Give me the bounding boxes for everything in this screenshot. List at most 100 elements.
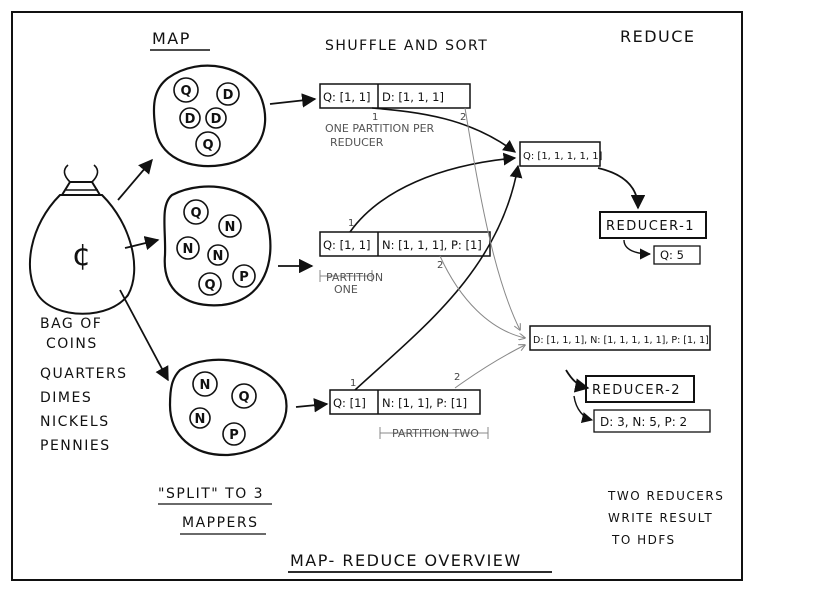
partition-number-1-m3: 1 bbox=[350, 378, 356, 389]
coin-circle bbox=[231, 383, 257, 409]
shuffle-box-reducer-1: Q: [1, 1, 1, 1, 1] bbox=[519, 141, 603, 167]
arrow-bag-to-mapper-3 bbox=[119, 289, 169, 382]
note-partition-one-line-1: PARTITION bbox=[326, 271, 383, 284]
reducer-2-result: D: 3, N: 5, P: 2 bbox=[593, 409, 711, 433]
mapper-1-output-q: Q: [1, 1] bbox=[323, 90, 371, 104]
mapper-1-output: Q: [1, 1] D: [1, 1, 1] bbox=[319, 83, 471, 109]
coin-circle bbox=[222, 422, 246, 446]
coin-label: Q bbox=[202, 138, 213, 153]
coin-circle bbox=[183, 199, 209, 225]
shuffle-arrow-m3-p1 bbox=[354, 164, 523, 391]
reducer-1-name: REDUCER-1 bbox=[606, 219, 695, 234]
bag-label-line-1: BAG OF bbox=[40, 316, 102, 332]
coin-type-nickels: NICKELS bbox=[40, 414, 110, 430]
mapper-3-coins: N Q N P bbox=[189, 371, 257, 446]
coin-label: P bbox=[239, 270, 249, 285]
shuffle-r2-text: D: [1, 1, 1], N: [1, 1, 1, 1, 1], P: [1,… bbox=[533, 335, 709, 346]
arrow-bag-to-mapper-1 bbox=[117, 158, 153, 201]
mapper-2-blob bbox=[163, 185, 272, 307]
coin-circle bbox=[216, 82, 240, 106]
mapper-1-output-d: D: [1, 1, 1] bbox=[382, 90, 444, 104]
reducer-1-result: Q: 5 bbox=[653, 245, 701, 265]
mapper-2-output-q: Q: [1, 1] bbox=[323, 238, 371, 252]
shuffle-arrow-m2-p1 bbox=[349, 152, 517, 233]
arrow-to-reducer-2 bbox=[565, 369, 590, 393]
coin-circle bbox=[205, 107, 227, 129]
coin-type-dimes: DIMES bbox=[40, 390, 92, 406]
coin-circle bbox=[198, 272, 222, 296]
reduce-heading: REDUCE bbox=[620, 27, 696, 46]
partition-number-1-m1: 1 bbox=[372, 112, 378, 123]
shuffle-arrow-m3-p2 bbox=[454, 345, 525, 389]
reducer-2-result-text: D: 3, N: 5, P: 2 bbox=[600, 415, 687, 429]
coin-label: N bbox=[195, 412, 206, 427]
shuffle-box-reducer-2: D: [1, 1, 1], N: [1, 1, 1, 1, 1], P: [1,… bbox=[529, 325, 711, 351]
coin-label: P bbox=[229, 428, 239, 443]
arrow-mapper-3-to-output bbox=[295, 398, 329, 413]
mapper-3-output: Q: [1] N: [1, 1], P: [1] bbox=[329, 389, 481, 415]
partition-number-2-m2: 2 bbox=[437, 260, 443, 271]
map-heading: MAP bbox=[152, 29, 191, 48]
coin-label: N bbox=[225, 220, 236, 235]
split-caption-line-1: "SPLIT" TO 3 bbox=[158, 486, 264, 502]
coin-label: Q bbox=[238, 390, 249, 405]
partition-two-marker bbox=[379, 427, 489, 439]
coin-circle bbox=[173, 77, 199, 103]
shuffle-r1-text: Q: [1, 1, 1, 1, 1] bbox=[523, 151, 603, 162]
shuffle-arrow-m1-p1 bbox=[371, 107, 517, 153]
reducer-2-name: REDUCER-2 bbox=[592, 383, 681, 398]
coin-label: Q bbox=[180, 84, 191, 99]
partition-number-2-m1: 2 bbox=[460, 112, 466, 123]
mapper-2-output-np: N: [1, 1, 1], P: [1] bbox=[382, 238, 482, 252]
mapper-3-blob bbox=[168, 358, 288, 457]
coin-label: D bbox=[185, 112, 196, 127]
coin-circle bbox=[179, 107, 201, 129]
mapper-2-output: Q: [1, 1] N: [1, 1, 1], P: [1] bbox=[319, 231, 491, 257]
coin-circle bbox=[176, 236, 200, 260]
footer-note-line-2: WRITE RESULT bbox=[608, 511, 713, 525]
partition-number-2-m3: 2 bbox=[454, 372, 460, 383]
coin-label: Q bbox=[190, 206, 201, 221]
coin-circle bbox=[192, 371, 218, 397]
coin-label: N bbox=[200, 378, 211, 393]
coin-circle bbox=[232, 264, 256, 288]
coin-circle bbox=[189, 407, 211, 429]
split-caption-line-2: MAPPERS bbox=[182, 515, 259, 531]
mapper-1-blob bbox=[152, 64, 267, 168]
coin-circle bbox=[218, 214, 242, 238]
note-partition-two: PARTITION TWO bbox=[392, 427, 479, 440]
coin-circle bbox=[195, 131, 221, 157]
outer-frame bbox=[11, 11, 743, 581]
shuffle-heading: SHUFFLE AND SORT bbox=[325, 38, 488, 54]
coin-label: D bbox=[223, 88, 234, 103]
reducer-1: REDUCER-1 bbox=[599, 211, 707, 239]
coin-label: N bbox=[183, 242, 194, 257]
shuffle-arrow-m2-p2 bbox=[439, 255, 525, 338]
coin-label: Q bbox=[204, 278, 215, 293]
coin-circle bbox=[207, 244, 229, 266]
coin-type-pennies: PENNIES bbox=[40, 438, 111, 454]
reducer-2: REDUCER-2 bbox=[585, 375, 695, 403]
partition-one-marker bbox=[319, 270, 373, 282]
coin-bag: ¢ bbox=[28, 164, 136, 315]
coin-type-quarters: QUARTERS bbox=[40, 366, 128, 382]
reducer-1-result-text: Q: 5 bbox=[660, 248, 684, 262]
arrow-reducer-2-result bbox=[573, 395, 594, 423]
partition-number-1-m2: 1 bbox=[348, 218, 354, 229]
shuffle-arrow-m1-p2 bbox=[464, 107, 520, 330]
arrow-to-reducer-1 bbox=[597, 167, 646, 210]
arrow-bag-to-mapper-2 bbox=[124, 236, 160, 251]
footer-note-line-1: TWO REDUCERS bbox=[607, 489, 724, 503]
bag-label-line-2: COINS bbox=[46, 336, 98, 352]
mapper-3-output-np: N: [1, 1], P: [1] bbox=[382, 396, 467, 410]
mapper-3-output-q: Q: [1] bbox=[333, 396, 366, 410]
cent-symbol: ¢ bbox=[72, 238, 91, 273]
arrow-mapper-1-to-output bbox=[269, 93, 317, 108]
diagram-title: MAP- REDUCE OVERVIEW bbox=[290, 551, 522, 570]
coin-label: N bbox=[213, 249, 224, 264]
note-partition-per-reducer-line-2: REDUCER bbox=[330, 136, 384, 149]
note-partition-per-reducer-line-1: ONE PARTITION PER bbox=[325, 122, 435, 135]
